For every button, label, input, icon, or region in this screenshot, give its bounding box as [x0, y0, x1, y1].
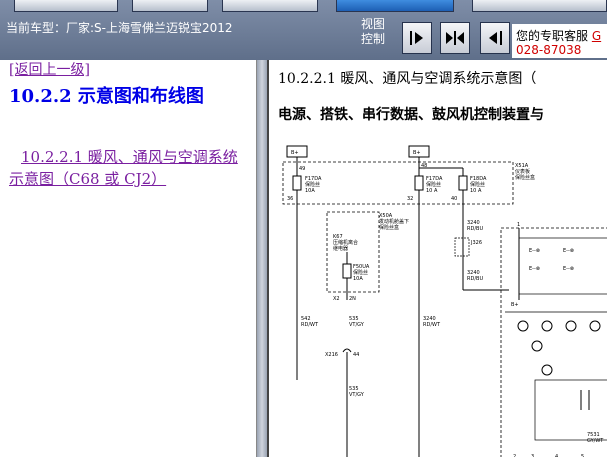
toolbar-button-4[interactable] [336, 0, 454, 12]
fuse3-type: 保险丝 [470, 181, 485, 188]
wire-3240-a: 3240 [467, 220, 480, 226]
arrows-split-icon [446, 31, 464, 45]
nav-button-split[interactable] [440, 22, 470, 54]
relay-fuse-id: F50UA [353, 264, 370, 270]
relay-fuse-rating: 10A [353, 276, 363, 282]
wire-3240-b: 3240 [467, 270, 480, 276]
pin-49: 49 [299, 166, 305, 172]
service-phone: 028-87038 [516, 43, 582, 57]
x51a-label-c: 保险丝盒 [515, 174, 535, 181]
content-subtitle: 电源、搭铁、串行数据、鼓风机控制装置与 [278, 107, 544, 123]
toolbar-button-3[interactable] [222, 0, 318, 12]
left-navigation-pane: [返回上一级] 10.2.2 示意图和布线图 10.2.2.1 暖风、通风与空调… [0, 60, 257, 457]
switch-symbol-2: E--⊗ [563, 248, 574, 254]
content-pane: 10.2.2.1 暖风、通风与空调系统示意图（ 电源、搭铁、串行数据、鼓风机控制… [267, 60, 607, 457]
switch-symbol-1: E--⊗ [529, 248, 540, 254]
sub-section-link[interactable]: 10.2.2.1 暖风、通风与空调系统示意图（C68 或 CJ2） [9, 148, 238, 188]
pane-splitter[interactable] [257, 60, 267, 457]
fuse2-rating: 10 A [426, 188, 438, 194]
back-link[interactable]: [返回上一级] [9, 62, 90, 78]
service-name-link[interactable]: G [591, 29, 602, 43]
k67-label: K67 [333, 234, 343, 240]
wire-542-color: RD/WT [301, 322, 319, 328]
x216-label: X216 [325, 352, 338, 358]
switch-symbol-3: E--⊗ [529, 266, 540, 272]
pin-3: 3 [531, 454, 534, 457]
wire-3240-b-color: RD/BU [467, 276, 483, 282]
service-prefix: 您的专职客服 [516, 29, 589, 43]
current-model-label: 当前车型：厂家:S-上海雪佛兰迈锐宝2012 [6, 21, 233, 35]
wire-7531: 7531 [587, 432, 600, 438]
pin-48: 48 [421, 163, 427, 169]
nav-button-next[interactable] [402, 22, 432, 54]
fuse3-rating: 10 A [470, 188, 482, 194]
x50a-label-c: 保险丝盒 [379, 224, 399, 231]
fuse1-rating: 10A [305, 188, 315, 194]
wire-535-a: 535 [349, 316, 359, 322]
wire-542: 542 [301, 316, 311, 322]
fuse3-id: F18DA [470, 176, 487, 182]
bplus-label-1: B+ [291, 150, 299, 156]
fuse1-type: 保险丝 [305, 181, 320, 188]
k67-label-b: 压缩机离合 [333, 239, 358, 246]
x51a-label-b: 仪表板 [515, 168, 530, 175]
switch-symbol-4: E--⊗ [563, 266, 574, 272]
toolbar-button-2[interactable] [132, 0, 208, 12]
wire-535-b: 535 [349, 386, 359, 392]
fuse2-type: 保险丝 [426, 181, 441, 188]
pin-5: 5 [581, 454, 584, 457]
pin-32: 32 [407, 196, 413, 202]
top-toolbar: 当前车型：厂家:S-上海雪佛兰迈锐宝2012 视图控制 您的专职客服 G 028… [0, 0, 607, 60]
arrow-right-bar-icon [410, 31, 423, 45]
customer-service-box: 您的专职客服 G 028-87038 [512, 24, 607, 58]
bplus-label-2: B+ [413, 150, 421, 156]
toolbar-button-5[interactable] [472, 0, 607, 12]
x2-label: X2 [333, 296, 340, 302]
pin-36: 36 [287, 196, 293, 202]
section-title: 10.2.2 示意图和布线图 [9, 86, 204, 107]
wire-3240-c: 3240 [423, 316, 436, 322]
fuse1-id: F17DA [305, 176, 322, 182]
wire-3240-c-color: RD/WT [423, 322, 441, 328]
toolbar-button-1[interactable] [14, 0, 118, 12]
wire-535-a-color: VT/GY [349, 322, 365, 328]
nav-button-prev[interactable] [480, 22, 510, 54]
wiring-diagram: B+ B+ X51A 仪表板 保险丝盒 49 48 F17DA 保险丝 10A … [282, 145, 607, 457]
pin-44: 44 [353, 352, 359, 358]
relay-fuse-type: 保险丝 [353, 269, 368, 276]
x51a-label: X51A [515, 163, 529, 169]
x50a-label: X50A [379, 213, 393, 219]
x50a-label-b: 发动机舱盖下 [379, 218, 409, 225]
arrow-left-bar-icon [489, 31, 502, 45]
k67-label-c: 继电器 [333, 245, 348, 252]
wire-7531-color: GY/WT [587, 438, 604, 444]
view-control-label: 视图控制 [361, 17, 386, 46]
pin-2: 2 [513, 454, 516, 457]
wire-535-b-color: VT/GY [349, 392, 365, 398]
pin-4: 4 [555, 454, 558, 457]
fuse2-id: F17DA [426, 176, 443, 182]
bplus-label-3: B+ [511, 302, 519, 308]
pin-1: 1 [517, 222, 520, 228]
splice-j326: J326 [470, 240, 482, 246]
content-title: 10.2.2.1 暖风、通风与空调系统示意图（ [278, 71, 537, 87]
pin-2n: 2N [349, 296, 356, 302]
pin-40: 40 [451, 196, 457, 202]
wire-3240-a-color: RD/BU [467, 226, 483, 232]
